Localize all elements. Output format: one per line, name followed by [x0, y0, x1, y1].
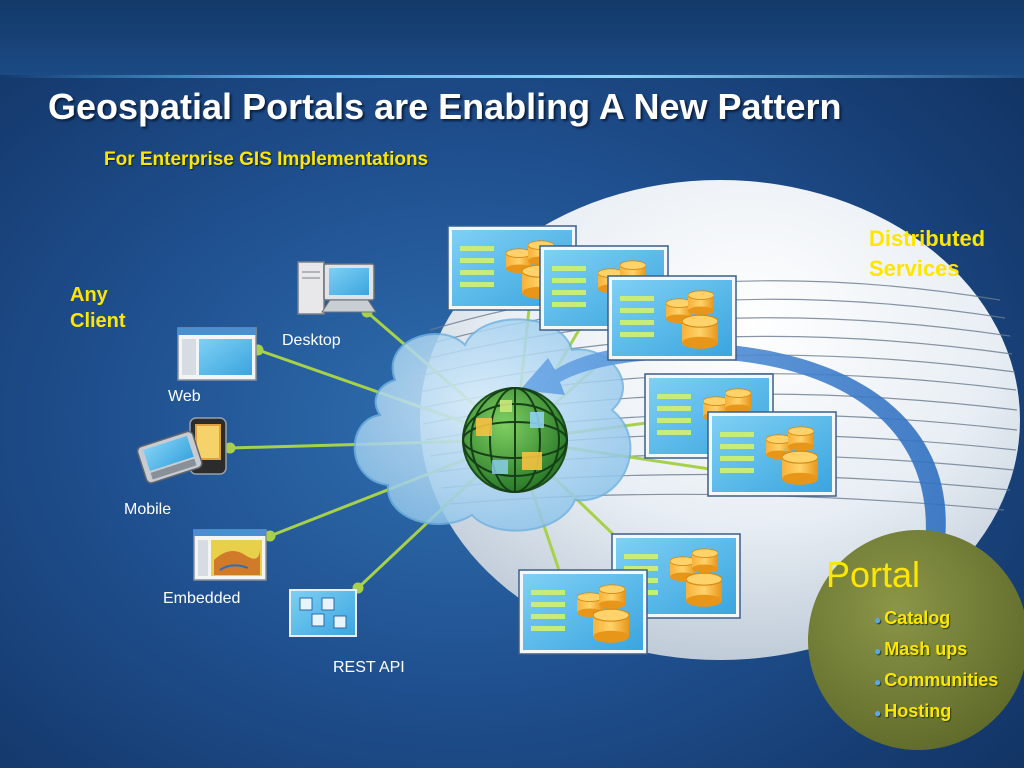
server-window-icon: [707, 411, 837, 497]
header-accent-line: [0, 75, 1024, 78]
portal-item-catalog: Catalog: [884, 608, 951, 628]
desktop-computer-icon: [297, 261, 377, 315]
server-window-icon: [539, 245, 669, 331]
distributed-services-label: Distributed Services: [869, 224, 985, 284]
portal-item: ●Catalog: [874, 604, 998, 635]
distributed-services-line2: Services: [869, 256, 960, 281]
embedded-map-icon: [193, 529, 267, 581]
client-label-web: Web: [168, 388, 201, 405]
any-client-label: Any Client: [70, 282, 126, 334]
portal-item: ●Mash ups: [874, 635, 998, 666]
mobile-device-icon: [136, 417, 227, 484]
client-label-mobile: Mobile: [124, 501, 172, 518]
portal-title: Portal: [826, 554, 921, 595]
client-label-desktop: Desktop: [282, 332, 341, 349]
server-windows: [447, 225, 837, 655]
distributed-services-line1: Distributed: [869, 226, 986, 251]
bullet-icon: ●: [874, 644, 882, 658]
server-window-icon: [518, 569, 648, 655]
bullet-icon: ●: [874, 706, 882, 720]
portal-item: ●Communities: [874, 666, 998, 697]
rest-api-icon: [289, 589, 357, 637]
portal-item: ●Hosting: [874, 697, 998, 728]
bullet-icon: ●: [874, 613, 882, 627]
any-client-line1: Any: [70, 284, 108, 306]
web-browser-icon: [177, 327, 257, 381]
page-title: Geospatial Portals are Enabling A New Pa…: [48, 86, 842, 127]
bullet-icon: ●: [874, 675, 882, 689]
globe-icon: [462, 387, 568, 493]
portal-item-hosting: Hosting: [884, 701, 952, 721]
portal-feature-list: ●Catalog ●Mash ups ●Communities ●Hosting: [874, 604, 998, 728]
client-label-rest-api: REST API: [333, 659, 405, 676]
page-subtitle: For Enterprise GIS Implementations: [104, 149, 429, 170]
any-client-line2: Client: [70, 310, 126, 332]
server-window-icon: [607, 275, 737, 361]
header-band: [0, 0, 1024, 75]
portal-item-communities: Communities: [884, 670, 999, 690]
client-label-embedded: Embedded: [163, 590, 241, 607]
portal-item-mash-ups: Mash ups: [884, 639, 968, 659]
portal-disc: [808, 530, 1024, 750]
